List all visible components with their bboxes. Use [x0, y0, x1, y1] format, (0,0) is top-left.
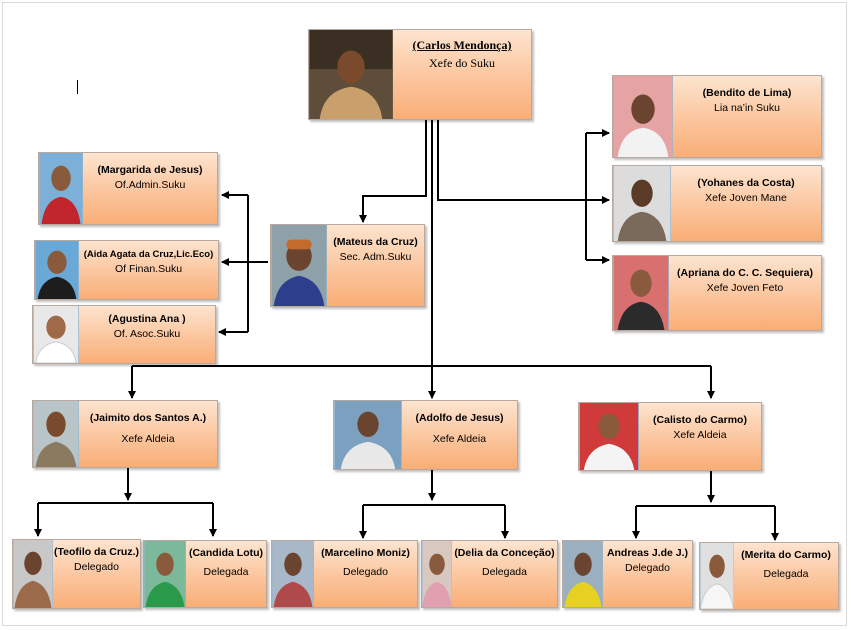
advisor-name: (Apriana do C. C. Sequiera) [677, 267, 813, 279]
chief-node: (Carlos Mendonça) Xefe do Suku [308, 29, 532, 120]
aldeia-head-name: (Calisto do Carmo) [653, 414, 747, 426]
person-photo [33, 401, 79, 467]
line-to-advisors [437, 120, 586, 201]
line-to-secretary [359, 120, 427, 223]
advisor-name: (Bendito de Lima) [702, 87, 792, 99]
person-photo [613, 166, 671, 241]
advisor-name: (Yohanes da Costa) [697, 177, 795, 189]
delegate-role: Delegado [625, 562, 670, 574]
person-photo [144, 541, 186, 607]
person-photo [700, 543, 734, 609]
secretary-role: Sec. Adm.Suku [339, 251, 412, 263]
delegate-name: (Teofilo da Cruz.) [54, 546, 139, 558]
delegate-node: (Teofilo da Cruz.) Delegado [12, 539, 141, 609]
chief-role: Xefe do Suku [429, 56, 495, 70]
delegate-node: (Candida Lotu) Delegada [143, 540, 267, 608]
delegate-role: Delegada [763, 568, 809, 580]
officer-name: (Aida Agata da Cruz,Lic.Eco) [83, 249, 214, 260]
chief-name: (Carlos Mendonça) [412, 38, 512, 52]
person-photo [13, 540, 53, 608]
person-photo [563, 541, 603, 607]
aldeia-head-name: (Jaimito dos Santos A.) [89, 412, 207, 424]
officer-role: Of. Asoc.Suku [113, 328, 181, 340]
officer-name: (Margarida de Jesus) [97, 164, 203, 176]
advisor-node: (Apriana do C. C. Sequiera) Xefe Joven F… [612, 255, 822, 331]
person-photo [271, 225, 327, 306]
officer-node: (Margarida de Jesus) Of.Admin.Suku [38, 152, 218, 225]
officer-node: (Agustina Ana ) Of. Asoc.Suku [32, 305, 216, 364]
person-photo [39, 153, 83, 224]
aldeia-head-role: Xefe Aldeia [432, 433, 487, 445]
delegate-node: (Delia da Conceção) Delegada [421, 540, 558, 608]
officer-node: (Aida Agata da Cruz,Lic.Eco) Of Finan.Su… [34, 240, 219, 300]
person-photo [613, 256, 669, 330]
officer-name: (Agustina Ana ) [108, 313, 186, 325]
aldeia-head-node: (Jaimito dos Santos A.) Xefe Aldeia [32, 400, 218, 468]
delegate-node: (Marcelino Moniz) Delegado [271, 540, 418, 608]
person-photo [613, 76, 673, 157]
person-photo [33, 306, 79, 363]
delegate-node: (Merita do Carmo) Delegada [699, 542, 839, 610]
advisor-node: (Yohanes da Costa) Xefe Joven Mane [612, 165, 822, 242]
officer-role: Of Finan.Suku [114, 263, 183, 275]
person-photo [334, 401, 402, 469]
delegate-name: (Candida Lotu) [188, 547, 264, 559]
aldeia-head-role: Xefe Aldeia [121, 433, 175, 445]
person-photo [35, 241, 79, 299]
person-photo [579, 403, 639, 470]
delegate-node: Andreas J.de J.) Delegado [562, 540, 693, 608]
delegate-role: Delegada [482, 566, 527, 578]
advisor-role: Xefe Joven Feto [706, 282, 784, 294]
advisor-node: (Bendito de Lima) Lia na’in Suku [612, 75, 822, 158]
secretary-node: (Mateus da Cruz) Sec. Adm.Suku [270, 224, 425, 307]
advisor-role: Xefe Joven Mane [705, 192, 787, 204]
text-cursor [77, 80, 78, 94]
chief-photo [309, 30, 393, 119]
delegate-role: Delegado [343, 566, 388, 578]
delegate-name: Andreas J.de J.) [606, 547, 689, 559]
delegate-role: Delegada [203, 566, 249, 578]
delegate-name: (Merita do Carmo) [741, 549, 831, 561]
advisor-role: Lia na’in Suku [714, 102, 780, 114]
delegate-role: Delegado [74, 561, 119, 573]
aldeia-head-node: (Adolfo de Jesus) Xefe Aldeia [333, 400, 518, 470]
person-photo [422, 541, 452, 607]
delegate-name: (Marcelino Moniz) [321, 547, 410, 559]
aldeia-head-role: Xefe Aldeia [673, 429, 727, 441]
aldeia-head-name: (Adolfo de Jesus) [415, 412, 504, 424]
officer-role: Of.Admin.Suku [114, 179, 186, 191]
person-photo [272, 541, 314, 607]
delegate-name: (Delia da Conceção) [454, 547, 555, 559]
aldeia-head-node: (Calisto do Carmo) Xefe Aldeia [578, 402, 762, 471]
secretary-name: (Mateus da Cruz) [333, 236, 418, 248]
